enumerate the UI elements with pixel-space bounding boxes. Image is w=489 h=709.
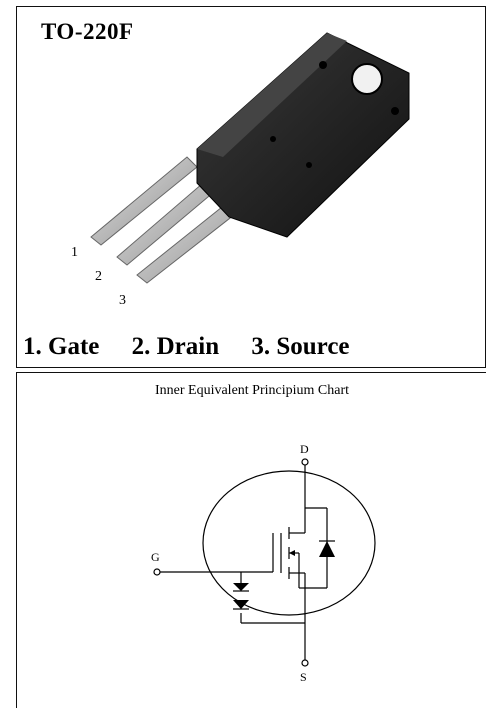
package-outline bbox=[202, 470, 376, 616]
lead-1 bbox=[90, 156, 198, 246]
zener-diode-upper-icon bbox=[233, 583, 249, 591]
schematic-title: Inner Equivalent Principium Chart bbox=[154, 383, 349, 398]
pin-number-3: 3 bbox=[119, 293, 126, 308]
pin-number-2: 2 bbox=[95, 269, 102, 284]
drain-label: D bbox=[300, 442, 309, 456]
zener-diode-lower-icon bbox=[233, 600, 249, 609]
source-label: S bbox=[300, 670, 307, 684]
pin-function-gate: 1. Gate bbox=[23, 333, 100, 360]
transistor-illustration bbox=[90, 32, 410, 284]
pin-number-1: 1 bbox=[71, 245, 78, 260]
gate-label: G bbox=[151, 550, 160, 564]
mosfet-schematic: D G S bbox=[151, 442, 376, 684]
pin-function-caption: 1. Gate 2. Drain 3. Source bbox=[23, 333, 376, 361]
pin-function-drain: 2. Drain bbox=[131, 333, 220, 360]
transistor-body bbox=[196, 32, 410, 238]
package-name: TO-220F bbox=[41, 19, 134, 44]
source-terminal bbox=[301, 659, 309, 667]
channel-arrow-icon bbox=[289, 550, 295, 556]
pin-function-source: 3. Source bbox=[251, 333, 350, 360]
gate-terminal bbox=[153, 568, 161, 576]
schematic-panel: Inner Equivalent Principium Chart bbox=[16, 372, 486, 708]
body-diode-icon bbox=[319, 541, 335, 557]
package-panel: TO-220F bbox=[16, 6, 486, 368]
drain-terminal bbox=[301, 458, 309, 466]
